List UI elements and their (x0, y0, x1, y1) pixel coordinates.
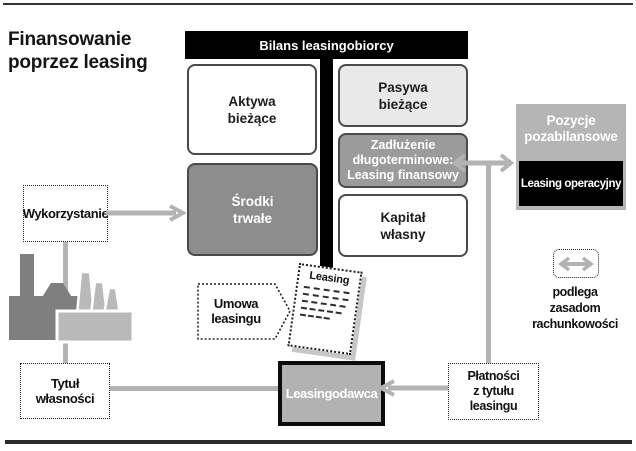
document-text-line (299, 313, 330, 320)
equity-label-l1: Kapitał (380, 209, 426, 225)
utilization-label: Wykorzystanie (22, 206, 109, 221)
ownership-title-label: Tytuł własności (35, 376, 95, 406)
payments-label-l1: Płatności (467, 369, 520, 383)
payments-box: Płatności z tytułu leasingu (448, 363, 539, 420)
legend-arrow-box (553, 249, 599, 278)
page-title-line2: poprzez leasing (8, 52, 148, 73)
document-text-line (300, 306, 342, 315)
equity-label-l2: własny (380, 226, 426, 242)
lessor-box: Leasingodawca (278, 361, 385, 426)
double-arrow-icon (450, 152, 516, 174)
fixed-assets-label-l2: trwałe (232, 210, 272, 226)
current-assets-box: Aktywa bieżące (187, 64, 317, 155)
bottom-rule (5, 440, 632, 444)
current-liabilities-label-l2: bieżące (378, 96, 428, 112)
fixed-assets-box: Środki trwałe (187, 163, 318, 256)
long-term-debt-label-l3: Leasing finansowy (347, 168, 459, 182)
off-balance-title-l1: Pozycje (546, 113, 596, 128)
connector-arrow-to-payments (486, 163, 491, 363)
off-balance-panel: Pozycje pozabilansowe Leasing operacyjny (516, 104, 626, 210)
current-liabilities-label-l1: Pasywa (378, 79, 428, 95)
top-rule (3, 3, 633, 5)
legend-caption: podlega zasadom rachunkowości (520, 284, 630, 332)
legend-caption-l2: zasadom (549, 301, 601, 315)
lease-agreement-callout: Umowa leasingu (197, 283, 293, 340)
balance-sheet-header: Bilans leasingobiorcy (185, 31, 468, 59)
page-title: Finansowanie poprzez leasing (8, 28, 148, 74)
lease-agreement-label-l2: leasingu (211, 311, 261, 326)
operating-lease-label: Leasing operacyjny (520, 177, 622, 190)
equity-box: Kapitał własny (338, 194, 468, 257)
lease-agreement-label-l1: Umowa (213, 296, 259, 311)
lease-document-icon: Leasing (287, 262, 363, 356)
balance-sheet-header-label: Bilans leasingobiorcy (259, 37, 394, 53)
operating-lease-box: Leasing operacyjny (519, 161, 623, 206)
off-balance-title: Pozycje pozabilansowe (516, 113, 626, 145)
balance-sheet-divider (320, 45, 333, 273)
legend-caption-l1: podlega (552, 285, 598, 299)
payments-label-l2: z tytułu leasingu (469, 384, 518, 413)
off-balance-title-l2: pozabilansowe (524, 129, 618, 144)
long-term-debt-box: Zadłużenie długoterminowe: Leasing finan… (338, 133, 468, 188)
utilization-box: Wykorzystanie (22, 185, 109, 242)
connector-ownership-to-lessor (108, 386, 280, 391)
current-assets-label-l2: bieżące (227, 110, 277, 126)
fixed-assets-label-l1: Środki (231, 193, 274, 209)
lessor-label: Leasingodawca (285, 386, 378, 401)
current-liabilities-box: Pasywa bieżące (338, 64, 468, 127)
utilization-arrow-icon (106, 204, 186, 222)
lease-document-title: Leasing (308, 269, 351, 288)
page-title-line1: Finansowanie (8, 29, 132, 50)
payments-arrow-icon (378, 379, 450, 397)
long-term-debt-label-l1: Zadłużenie (370, 138, 436, 152)
factory-icon (5, 248, 137, 348)
legend-double-arrow-icon (558, 255, 594, 273)
legend-caption-l3: rachunkowości (532, 317, 618, 331)
long-term-debt-label-l2: długoterminowe: (352, 153, 454, 167)
current-assets-label-l1: Aktywa (228, 93, 276, 109)
document-text-line (301, 299, 346, 308)
ownership-title-box: Tytuł własności (20, 363, 110, 419)
lease-agreement-label: Umowa leasingu (197, 283, 275, 339)
